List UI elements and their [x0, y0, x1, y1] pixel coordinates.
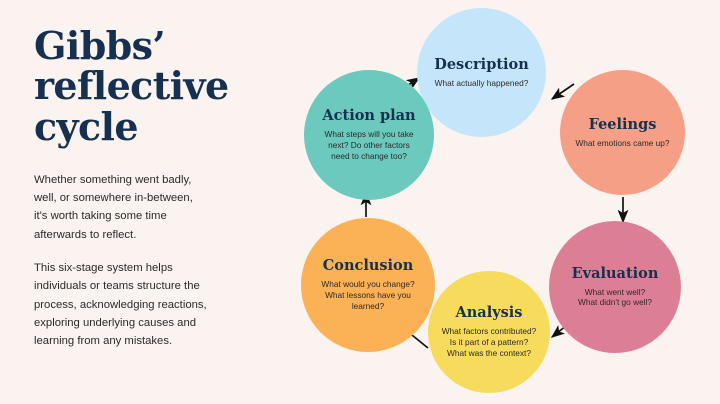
- stage-title-feelings: Feelings: [588, 115, 657, 133]
- cycle-stage-description[interactable]: Description What actually happened?: [417, 8, 546, 137]
- page-title: Gibbs’ reflective cycle: [34, 23, 229, 149]
- stage-title-conclusion: Conclusion: [322, 257, 414, 275]
- cycle-stage-evaluation[interactable]: Evaluation What went well? What didn't g…: [549, 221, 681, 353]
- stage-description-conclusion: What would you change? What lessons have…: [321, 279, 415, 311]
- stage-description-feelings: What emotions came up?: [575, 137, 670, 148]
- stage-description-evaluation: What went well? What didn't go well?: [578, 286, 652, 308]
- cycle-stage-analysis[interactable]: Analysis What factors contributed? Is it…: [428, 271, 550, 393]
- intro-paragraph-2: This six-stage system helps individuals …: [34, 261, 207, 348]
- cycle-stage-feelings[interactable]: Feelings What emotions came up?: [560, 70, 685, 195]
- stage-title-action-plan: Action plan: [322, 107, 416, 125]
- stage-title-description: Description: [434, 55, 529, 73]
- stage-description-analysis: What factors contributed? Is it part of …: [441, 326, 537, 358]
- gibbs-cycle-diagram: Description What actually happened? Feel…: [286, 0, 720, 404]
- cycle-stage-action-plan[interactable]: Action plan What steps will you take nex…: [304, 70, 434, 200]
- text-panel: Gibbs’ reflective cycle Whether somethin…: [34, 23, 286, 350]
- stage-title-evaluation: Evaluation: [571, 264, 659, 282]
- stage-description-description: What actually happened?: [434, 77, 529, 88]
- stage-title-analysis: Analysis: [455, 304, 523, 322]
- stage-description-action-plan: What steps will you take next? Do other …: [324, 129, 414, 161]
- intro-paragraph-1: Whether something went badly, well, or s…: [34, 173, 193, 241]
- cycle-stage-conclusion[interactable]: Conclusion What would you change? What l…: [301, 218, 435, 352]
